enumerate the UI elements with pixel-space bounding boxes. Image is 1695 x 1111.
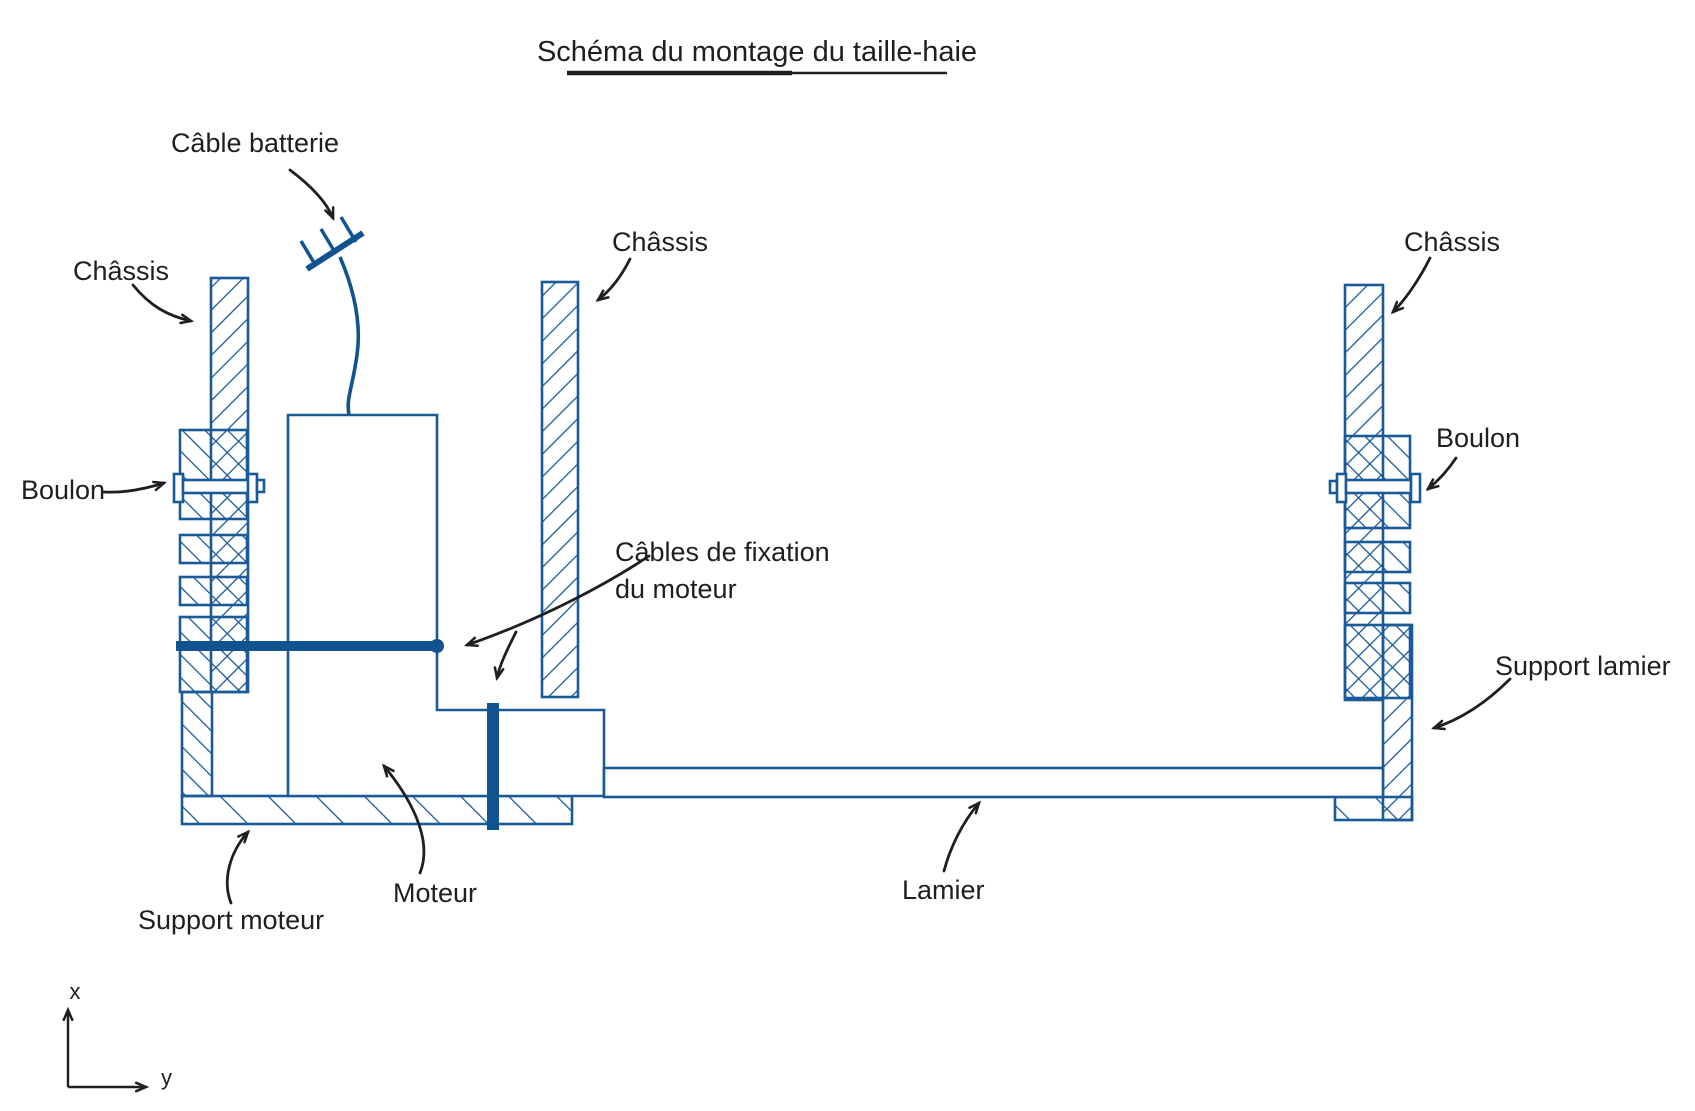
clamp-spacer-right-2	[1343, 581, 1412, 615]
battery-cable	[338, 256, 361, 416]
motor-support	[180, 690, 574, 826]
arrow-support-lamier	[1434, 677, 1512, 728]
arrow-support-moteur	[226, 832, 248, 905]
clamp-spacer-left-1	[178, 533, 249, 565]
label-cable-batterie: Câble batterie	[171, 128, 339, 158]
battery-plug	[299, 216, 365, 272]
clamp-spacer-right-1	[1343, 540, 1412, 574]
arrow-chassis-right	[1393, 256, 1432, 312]
coordinate-axes: x y	[68, 979, 172, 1090]
arrow-fixation-cable-horizontal	[467, 554, 651, 645]
arrow-fixation-cable-vertical	[497, 630, 518, 678]
label-chassis-right: Châssis	[1404, 227, 1500, 257]
arrow-boulon-left	[102, 483, 164, 494]
battery-plug-pin-3	[339, 216, 358, 243]
label-boulon-left: Boulon	[21, 475, 105, 505]
fixation-cable-end	[430, 639, 444, 653]
clamp-block-bolt-left	[178, 428, 249, 521]
label-moteur: Moteur	[393, 878, 477, 908]
arrow-boulon-right	[1428, 456, 1458, 489]
label-support-moteur: Support moteur	[138, 905, 324, 935]
bolt-left	[172, 472, 266, 504]
arrow-chassis-middle	[598, 257, 632, 300]
right-chassis-assembly	[1328, 283, 1422, 702]
bolt-left-shaft	[181, 478, 250, 495]
clamp-spacer-left-2	[178, 575, 249, 607]
label-lamier: Lamier	[902, 875, 985, 905]
motor-body	[286, 413, 606, 798]
battery-plug-pin-1	[299, 240, 318, 267]
blade-lamier	[602, 766, 1385, 799]
page-title: Schéma du montage du taille-haie	[537, 36, 977, 68]
blade-support-arm	[1381, 623, 1414, 822]
bolt-left-nut	[246, 472, 259, 504]
left-chassis-assembly	[172, 276, 266, 694]
label-support-lamier: Support lamier	[1495, 651, 1671, 681]
bolt-right-nut	[1335, 472, 1348, 504]
blade-support-foot	[1333, 795, 1414, 822]
battery-plug-pin-2	[319, 228, 338, 255]
bolt-right-shaft	[1344, 478, 1413, 495]
clamp-block-bottom-left	[178, 615, 249, 694]
bolt-left-head	[172, 472, 185, 504]
bolt-left-tip	[255, 478, 266, 494]
label-boulon-right: Boulon	[1436, 423, 1520, 453]
label-chassis-middle: Châssis	[612, 227, 708, 257]
bolt-right	[1328, 472, 1422, 504]
arrow-cable-batterie	[288, 168, 333, 218]
chassis-middle-bar	[540, 280, 580, 699]
arrow-chassis-left	[131, 283, 191, 321]
bolt-right-head	[1409, 472, 1422, 504]
label-cables-fixation-line1: Câbles de fixation	[615, 537, 830, 567]
label-cables-fixation-line2: du moteur	[615, 574, 737, 604]
motor-support-base	[180, 794, 574, 826]
label-axis-y: y	[161, 1065, 172, 1090]
arrow-moteur	[384, 766, 426, 875]
arrow-lamier	[942, 803, 979, 873]
motor-support-arm	[180, 690, 214, 798]
label-axis-x: x	[70, 979, 81, 1004]
label-chassis-left: Châssis	[73, 256, 169, 286]
